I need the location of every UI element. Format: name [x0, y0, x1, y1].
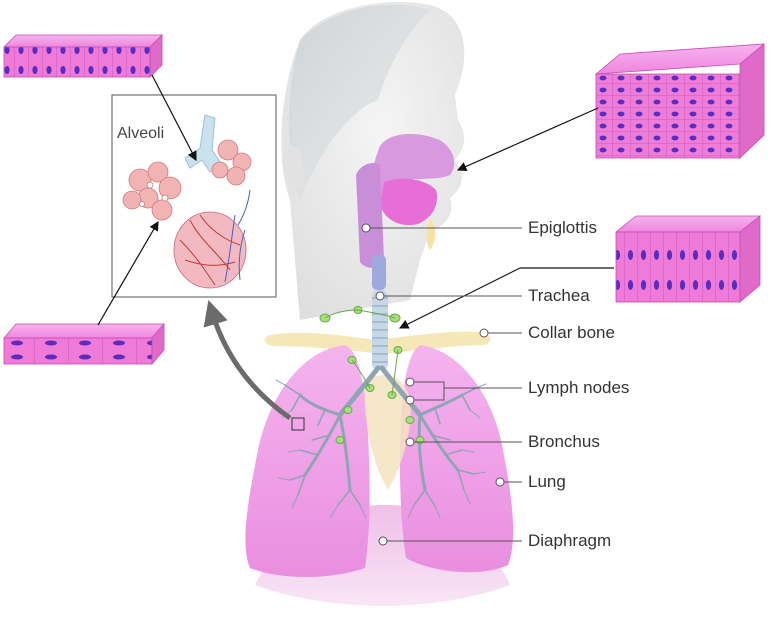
- trachea: [372, 290, 388, 370]
- diaphragm-label: Diaphragm: [528, 531, 612, 550]
- upper-airway: [356, 133, 455, 290]
- leader-lines: [366, 227, 522, 542]
- tissue-block-top-right: [594, 43, 766, 159]
- trachea-label: Trachea: [528, 286, 590, 305]
- tissue-block-top-left: [3, 34, 163, 78]
- right-lung: [399, 345, 514, 573]
- epiglottis-label: Epiglottis: [528, 218, 597, 237]
- leader-dots: [361, 223, 505, 546]
- lung-label: Lung: [528, 472, 566, 491]
- zoom-arrow: [203, 300, 292, 421]
- collar-bone-label: Collar bone: [528, 323, 615, 342]
- bronchial-tree-right: [379, 365, 487, 519]
- tissue-block-middle-right: [614, 215, 762, 303]
- lung-zoom-marker: [291, 417, 305, 431]
- mediastinum: [364, 375, 411, 490]
- alveoli-illustration: [122, 114, 252, 289]
- bronchus-label: Bronchus: [528, 432, 600, 451]
- tissue-pointer-arrows: [97, 74, 614, 329]
- head-silhouette: [281, 1, 465, 320]
- left-lung: [245, 345, 370, 577]
- lymph-nodes-label: Lymph nodes: [528, 378, 630, 397]
- bronchial-tree-left: [275, 365, 381, 519]
- tissue-block-bottom-left: [3, 322, 165, 366]
- alveoli-label: Alveoli: [117, 125, 165, 142]
